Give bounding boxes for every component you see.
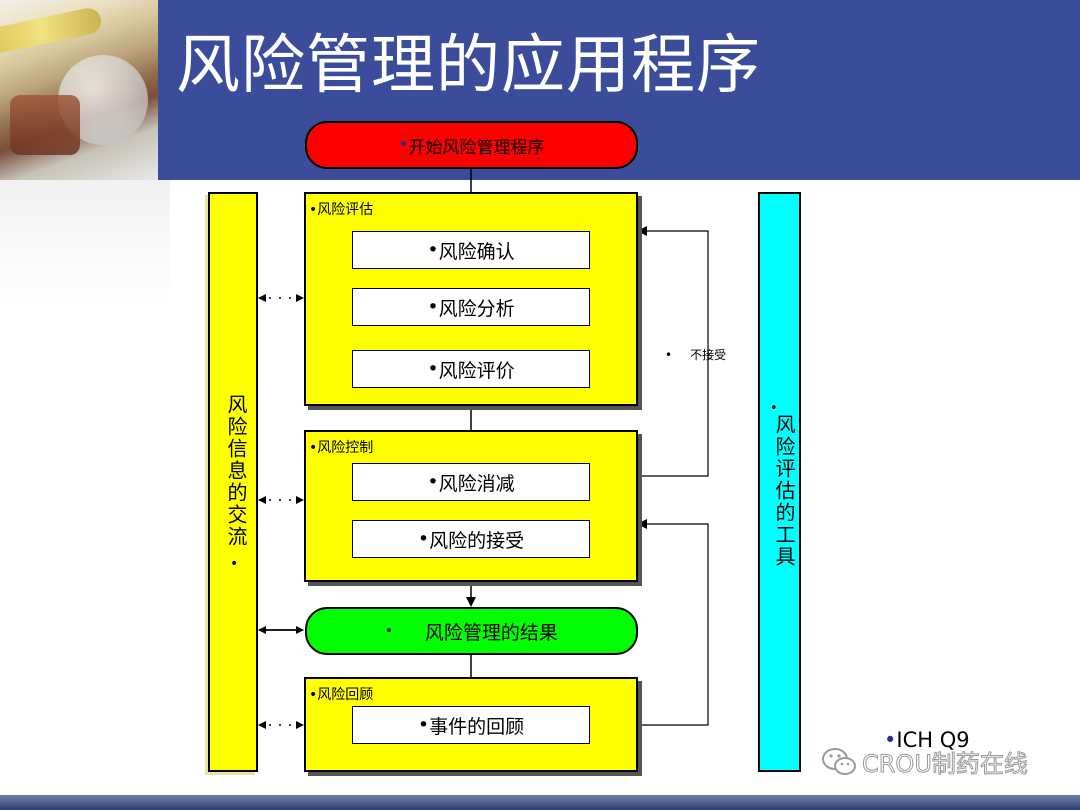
bullet: • [417, 528, 430, 550]
communication-label: 风险信息的交流 [224, 394, 248, 548]
source-text: ICH Q9 [896, 728, 970, 752]
start-label: 开始风险管理程序 [408, 137, 545, 158]
lab-glassware-image [0, 0, 158, 180]
review-label: •风险回顾 [309, 684, 373, 704]
bullet: • [427, 296, 439, 318]
step-identification: •风险确认 [352, 231, 590, 269]
tools-label: 风险评估的工具 [772, 414, 796, 568]
source-label: •ICH Q9 [884, 728, 970, 752]
wechat-icon [822, 747, 856, 775]
step-review-label: 事件的回顾 [429, 715, 525, 738]
bullet: • [385, 623, 393, 639]
bullet: • [427, 471, 439, 493]
step-analysis-label: 风险分析 [438, 297, 515, 320]
step-review: •事件的回顾 [352, 706, 590, 744]
tools-bar: • 风险评估的工具 [758, 192, 801, 772]
bullet: • [427, 358, 439, 380]
step-evaluation: •风险评价 [352, 350, 590, 388]
slide-footer-bar [0, 795, 1080, 810]
assessment-label: •风险评估 [309, 199, 373, 219]
step-reduction: •风险消减 [352, 463, 590, 501]
bullet: • [427, 239, 439, 261]
step-evaluation-label: 风险评价 [438, 359, 515, 382]
outcome-label: 风险管理的结果 [424, 621, 558, 644]
step-acceptance: •风险的接受 [352, 520, 590, 558]
step-analysis: •风险分析 [352, 288, 590, 326]
outcome-node: • 风险管理的结果 [305, 607, 638, 655]
bullet: • [417, 714, 430, 736]
start-node: •开始风险管理程序 [305, 121, 638, 169]
watermark-text: CROU制药在线 [862, 750, 1029, 779]
image-reflection [0, 180, 170, 310]
bullet: • [884, 728, 897, 752]
bullet: • [665, 348, 673, 362]
bullet: • [398, 135, 409, 155]
bullet: • [230, 556, 239, 572]
control-group: •风险控制 [304, 430, 638, 582]
step-acceptance-label: 风险的接受 [429, 529, 525, 552]
beaker-image [10, 95, 80, 155]
not-accepted-label: • 不接受 [665, 346, 726, 363]
step-identification-label: 风险确认 [438, 240, 515, 263]
watermark: CROU制药在线 [820, 744, 1028, 779]
loop-not-accepted [637, 226, 709, 477]
bullet: • [309, 687, 318, 703]
bullet: • [309, 202, 318, 218]
step-reduction-label: 风险消减 [438, 472, 515, 495]
review-label-text: 风险回顾 [317, 687, 374, 703]
assessment-label-text: 风险评估 [317, 202, 374, 218]
control-label-text: 风险控制 [317, 440, 374, 456]
control-label: •风险控制 [309, 437, 373, 457]
slide-title: 风险管理的应用程序 [176, 29, 761, 103]
bullet: • [309, 440, 318, 456]
communication-bar: 风险信息的交流 • [208, 192, 258, 772]
not-accepted-text: 不接受 [690, 348, 727, 362]
loop-review [590, 519, 709, 726]
bullet: • [770, 401, 778, 416]
